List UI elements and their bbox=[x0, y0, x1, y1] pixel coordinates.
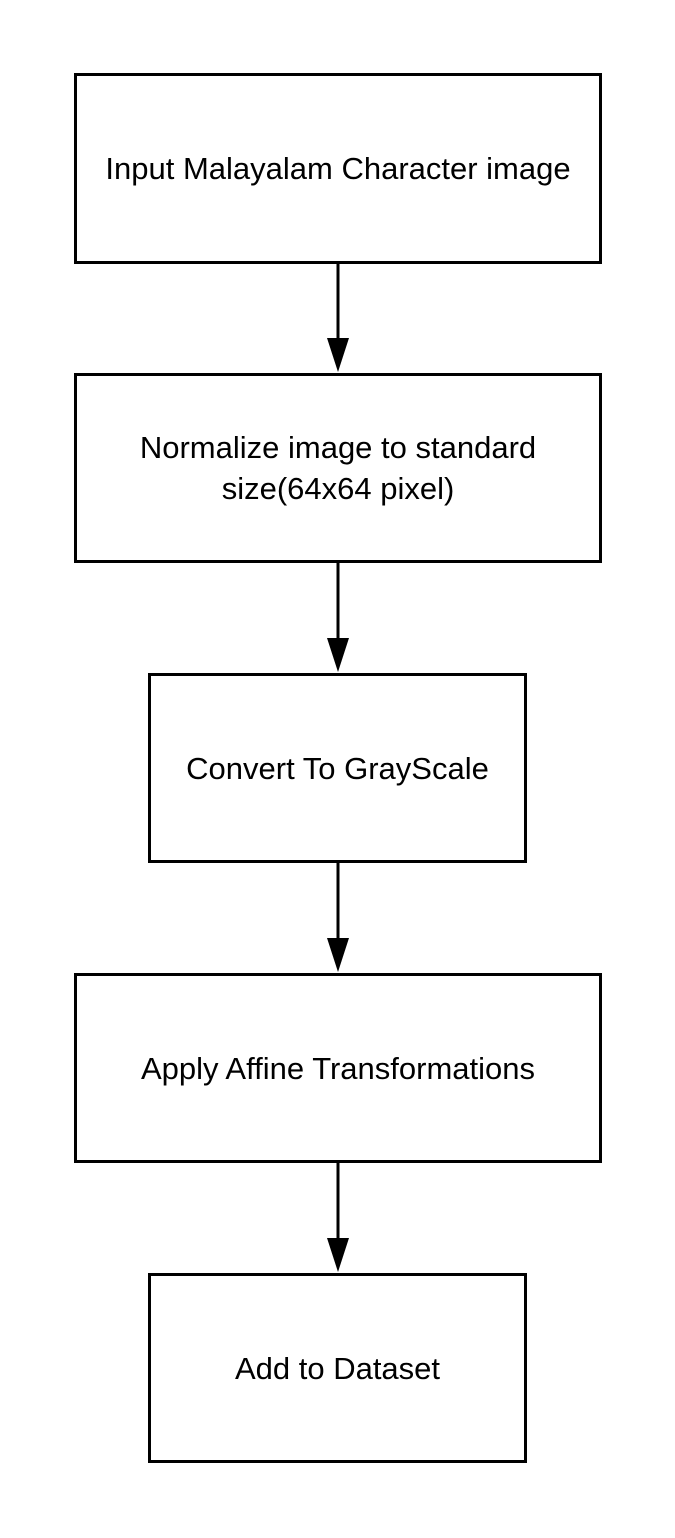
arrow-2-to-3 bbox=[327, 563, 349, 672]
step-affine-label: Apply Affine Transformations bbox=[140, 1050, 536, 1086]
step-grayscale-label: Convert To GrayScale bbox=[186, 750, 489, 786]
arrow-1-to-2 bbox=[327, 264, 349, 372]
step-normalize-box: Normalize image to standard size(64x64 p… bbox=[74, 373, 602, 563]
arrow-3-to-4 bbox=[327, 863, 349, 972]
step-input-image-box: Input Malayalam Character image bbox=[74, 73, 602, 264]
step-grayscale-box: Convert To GrayScale bbox=[148, 673, 527, 863]
step-affine-box: Apply Affine Transformations bbox=[74, 973, 602, 1163]
step-add-dataset-box: Add to Dataset bbox=[148, 1273, 527, 1463]
step-add-dataset-label: Add to Dataset bbox=[234, 1350, 441, 1386]
arrow-4-to-5 bbox=[327, 1163, 349, 1272]
step-normalize-label: Normalize image to standard size(64x64 p… bbox=[139, 430, 537, 506]
step-input-image-label: Input Malayalam Character image bbox=[105, 151, 571, 186]
